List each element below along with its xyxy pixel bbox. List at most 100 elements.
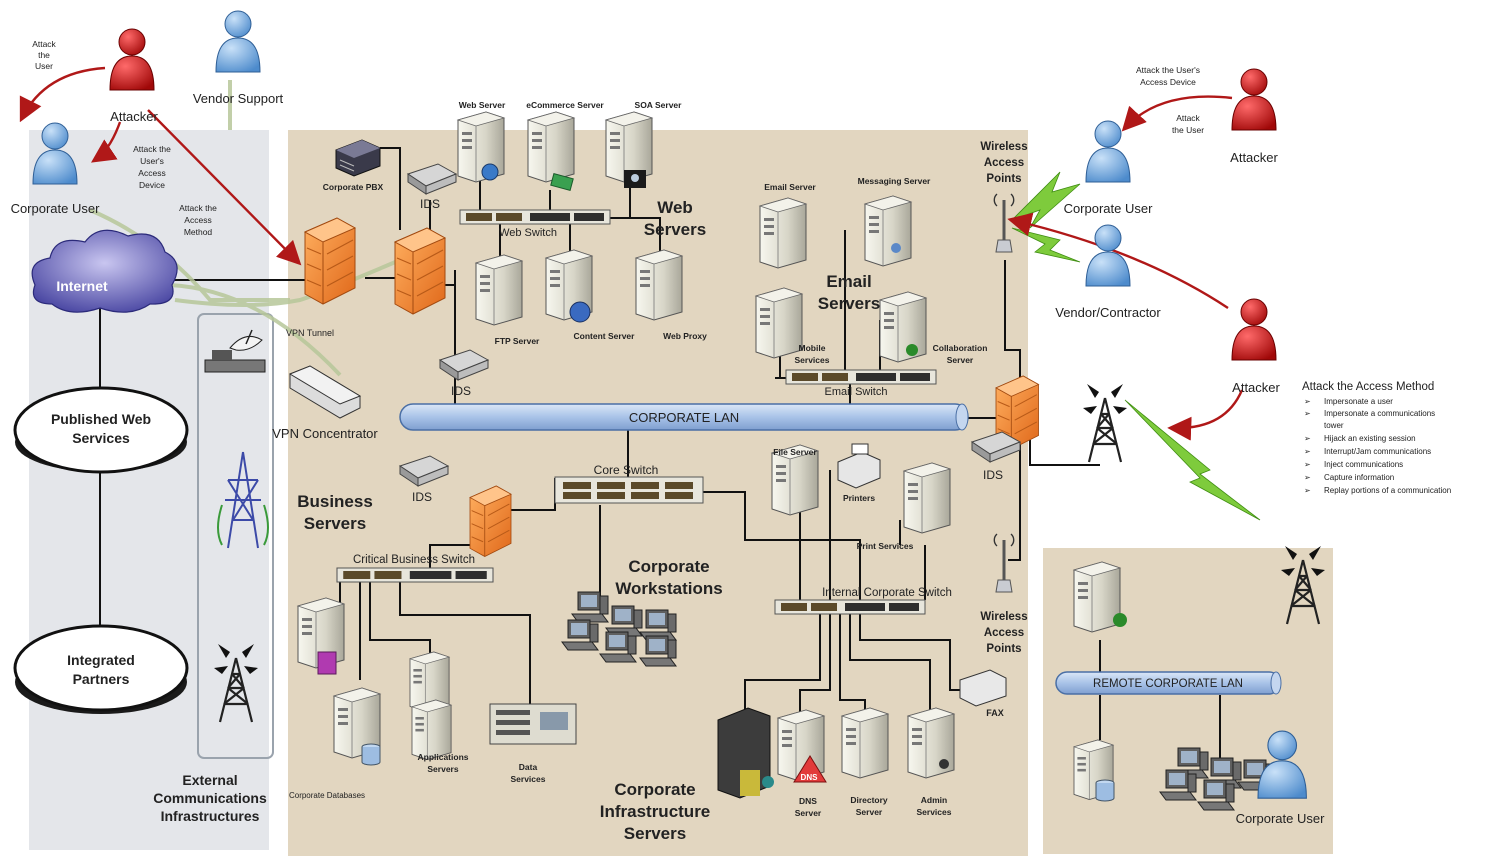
published-web-services: Published Web Services	[13, 386, 189, 474]
svg-text:➢: ➢	[1304, 397, 1311, 406]
svg-text:Print Services: Print Services	[857, 541, 914, 551]
satellite-icon	[204, 329, 266, 373]
attack-device-right-label: Attack the User's Access Device Attack t…	[1136, 65, 1204, 135]
svg-text:Partners: Partners	[73, 671, 130, 687]
svg-text:➢: ➢	[1304, 460, 1311, 469]
svg-text:Access: Access	[984, 627, 1024, 639]
data-services: Data Services	[489, 703, 577, 784]
svg-text:Attack the: Attack the	[133, 144, 171, 154]
svg-text:➢: ➢	[1304, 434, 1311, 443]
svg-text:Web Switch: Web Switch	[499, 227, 557, 239]
content-server: Content Server	[545, 249, 635, 341]
external-comm-label: External Communications Infrastructures	[153, 772, 267, 824]
svg-text:eCommerce Server: eCommerce Server	[526, 100, 604, 110]
svg-text:Admin: Admin	[921, 795, 947, 805]
wireless-lightning	[1011, 171, 1261, 521]
svg-text:Corporate User: Corporate User	[1064, 201, 1154, 216]
pylon-icon	[217, 451, 269, 549]
internet-cloud: Internet	[31, 229, 178, 313]
dns-server: DNS DNS Server	[777, 709, 827, 818]
soa-server: SOA Server	[605, 100, 683, 188]
corporate-user-right: Corporate User	[1064, 120, 1154, 216]
svg-text:FAX: FAX	[986, 708, 1004, 718]
svg-text:Services: Services	[72, 430, 130, 446]
svg-text:Integrated: Integrated	[67, 652, 135, 668]
svg-text:Email: Email	[826, 272, 871, 291]
svg-text:Collaboration: Collaboration	[933, 343, 988, 353]
corporate-lan-label: CORPORATE LAN	[629, 410, 739, 425]
svg-text:Attack: Attack	[1176, 113, 1200, 123]
remote-lan-label: REMOTE CORPORATE LAN	[1093, 678, 1243, 690]
svg-text:Attack: Attack	[32, 39, 56, 49]
core-switch: Core Switch	[554, 463, 704, 504]
svg-text:VPN Concentrator: VPN Concentrator	[272, 426, 378, 441]
svg-text:➢: ➢	[1304, 486, 1311, 495]
svg-text:Servers: Servers	[304, 514, 366, 533]
web-server: Web Server	[457, 100, 506, 183]
web-servers-title: Web Servers	[644, 198, 706, 239]
svg-text:Published Web: Published Web	[51, 411, 151, 427]
vendor-support: Vendor Support	[193, 10, 284, 106]
corporate-pbx: Corporate PBX	[323, 139, 384, 192]
critical-business-switch: Critical Business Switch	[336, 554, 494, 583]
svg-text:Hijack an existing session: Hijack an existing session	[1324, 434, 1416, 443]
attacker-right-top: Attacker	[1230, 68, 1279, 165]
svg-text:Servers: Servers	[624, 824, 686, 843]
svg-text:Access: Access	[138, 168, 165, 178]
file-server: File Server	[771, 444, 819, 516]
vpn-concentrator: VPN Tunnel VPN Concentrator	[272, 328, 378, 441]
svg-text:User: User	[35, 61, 53, 71]
svg-text:Servers: Servers	[644, 220, 706, 239]
svg-text:Access: Access	[984, 157, 1024, 169]
mobile-services: Mobile Services	[755, 287, 830, 365]
svg-text:Data: Data	[519, 762, 538, 772]
vendor-contractor: Vendor/Contractor	[1055, 224, 1161, 320]
svg-text:Attacker: Attacker	[1232, 380, 1280, 395]
svg-text:VPN Tunnel: VPN Tunnel	[286, 328, 334, 338]
svg-text:Services: Services	[511, 774, 546, 784]
svg-text:Applications: Applications	[417, 752, 468, 762]
attack-method-label: Attack the Access Method	[179, 203, 217, 237]
svg-text:➢: ➢	[1304, 409, 1311, 418]
svg-text:Device: Device	[139, 180, 165, 190]
svg-text:Infrastructures: Infrastructures	[161, 808, 260, 824]
svg-text:Printers: Printers	[843, 493, 875, 503]
ecommerce-server: eCommerce Server	[526, 100, 604, 191]
svg-text:Communications: Communications	[153, 790, 267, 806]
svg-text:Attacker: Attacker	[110, 109, 158, 124]
svg-text:tower: tower	[1324, 421, 1344, 430]
svg-text:Mobile: Mobile	[799, 343, 826, 353]
corporate-user-left: Corporate User	[11, 122, 101, 216]
web-proxy: Web Proxy	[635, 249, 707, 341]
external-comm-panel	[197, 313, 274, 759]
svg-text:Servers: Servers	[427, 764, 458, 774]
svg-text:Email Server: Email Server	[764, 182, 816, 192]
remote-corporate-user: Corporate User	[1236, 730, 1325, 826]
svg-text:Corporate PBX: Corporate PBX	[323, 182, 384, 192]
remote-corporate-lan: REMOTE CORPORATE LAN	[1055, 671, 1282, 695]
print-services: Print Services	[857, 462, 951, 551]
remote-db-server	[1073, 739, 1115, 802]
ids-right: IDS	[971, 431, 1021, 482]
ids-business: IDS	[399, 455, 449, 504]
ids-mid: IDS	[439, 349, 489, 398]
svg-text:Critical Business Switch: Critical Business Switch	[353, 554, 475, 566]
svg-text:File Server: File Server	[773, 447, 817, 457]
directory-server: Directory Server	[841, 707, 889, 817]
svg-text:Attacker: Attacker	[1230, 150, 1278, 165]
attack-arrows	[19, 66, 1244, 441]
wap-bottom: Wireless Access Points	[980, 532, 1028, 655]
firewall-2	[394, 227, 446, 315]
svg-text:Vendor Support: Vendor Support	[193, 91, 284, 106]
svg-text:Inject communications: Inject communications	[1324, 460, 1403, 469]
svg-text:Server: Server	[795, 808, 822, 818]
svg-text:Corporate User: Corporate User	[11, 201, 101, 216]
svg-text:Vendor/Contractor: Vendor/Contractor	[1055, 305, 1161, 320]
svg-text:SOA Server: SOA Server	[635, 100, 683, 110]
svg-text:DNS: DNS	[799, 796, 817, 806]
printers: Printers	[837, 443, 881, 503]
web-switch: Web Switch	[459, 209, 611, 239]
admin-services: Admin Services	[907, 707, 955, 817]
svg-text:Server: Server	[856, 807, 883, 817]
attack-methods-list: Attack the Access Method ➢Impersonate a …	[1302, 381, 1451, 495]
